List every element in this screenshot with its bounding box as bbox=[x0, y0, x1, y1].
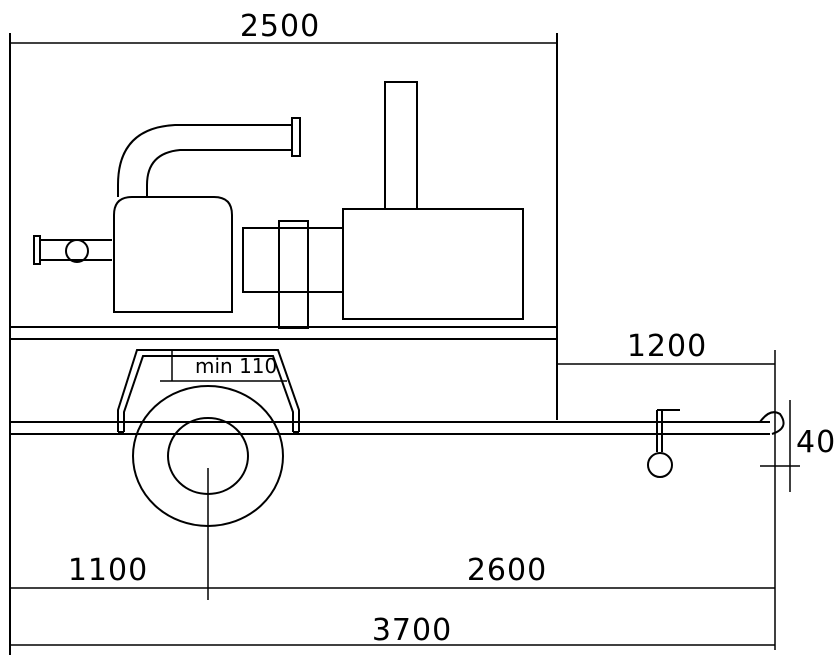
wheel bbox=[132, 385, 284, 600]
chassis bbox=[10, 411, 785, 435]
dimension-2600-label: 2600 bbox=[467, 553, 547, 588]
fender bbox=[117, 349, 300, 433]
dimension-1200-label: 1200 bbox=[627, 329, 707, 364]
clearance-label: min 110 bbox=[195, 354, 277, 378]
dimension-2500-label: 2500 bbox=[240, 9, 320, 44]
jockey-wheel bbox=[647, 409, 680, 478]
dimension-1100-label: 1100 bbox=[68, 553, 148, 588]
engine-box bbox=[342, 81, 524, 320]
coupling bbox=[242, 220, 344, 329]
dimension-40-label: 40 bbox=[796, 425, 834, 460]
pump-body bbox=[113, 117, 301, 313]
dimension-40: 40 bbox=[760, 400, 834, 492]
inlet-flange bbox=[33, 235, 112, 265]
dimension-3700: 3700 bbox=[10, 613, 775, 648]
dimension-3700-label: 3700 bbox=[372, 613, 452, 648]
dimension-2500: 2500 bbox=[10, 9, 557, 44]
clearance-marker: min 110 bbox=[160, 349, 287, 382]
dimension-1100-2600: 1100 2600 bbox=[10, 553, 775, 589]
dimension-1200: 1200 bbox=[557, 329, 776, 650]
